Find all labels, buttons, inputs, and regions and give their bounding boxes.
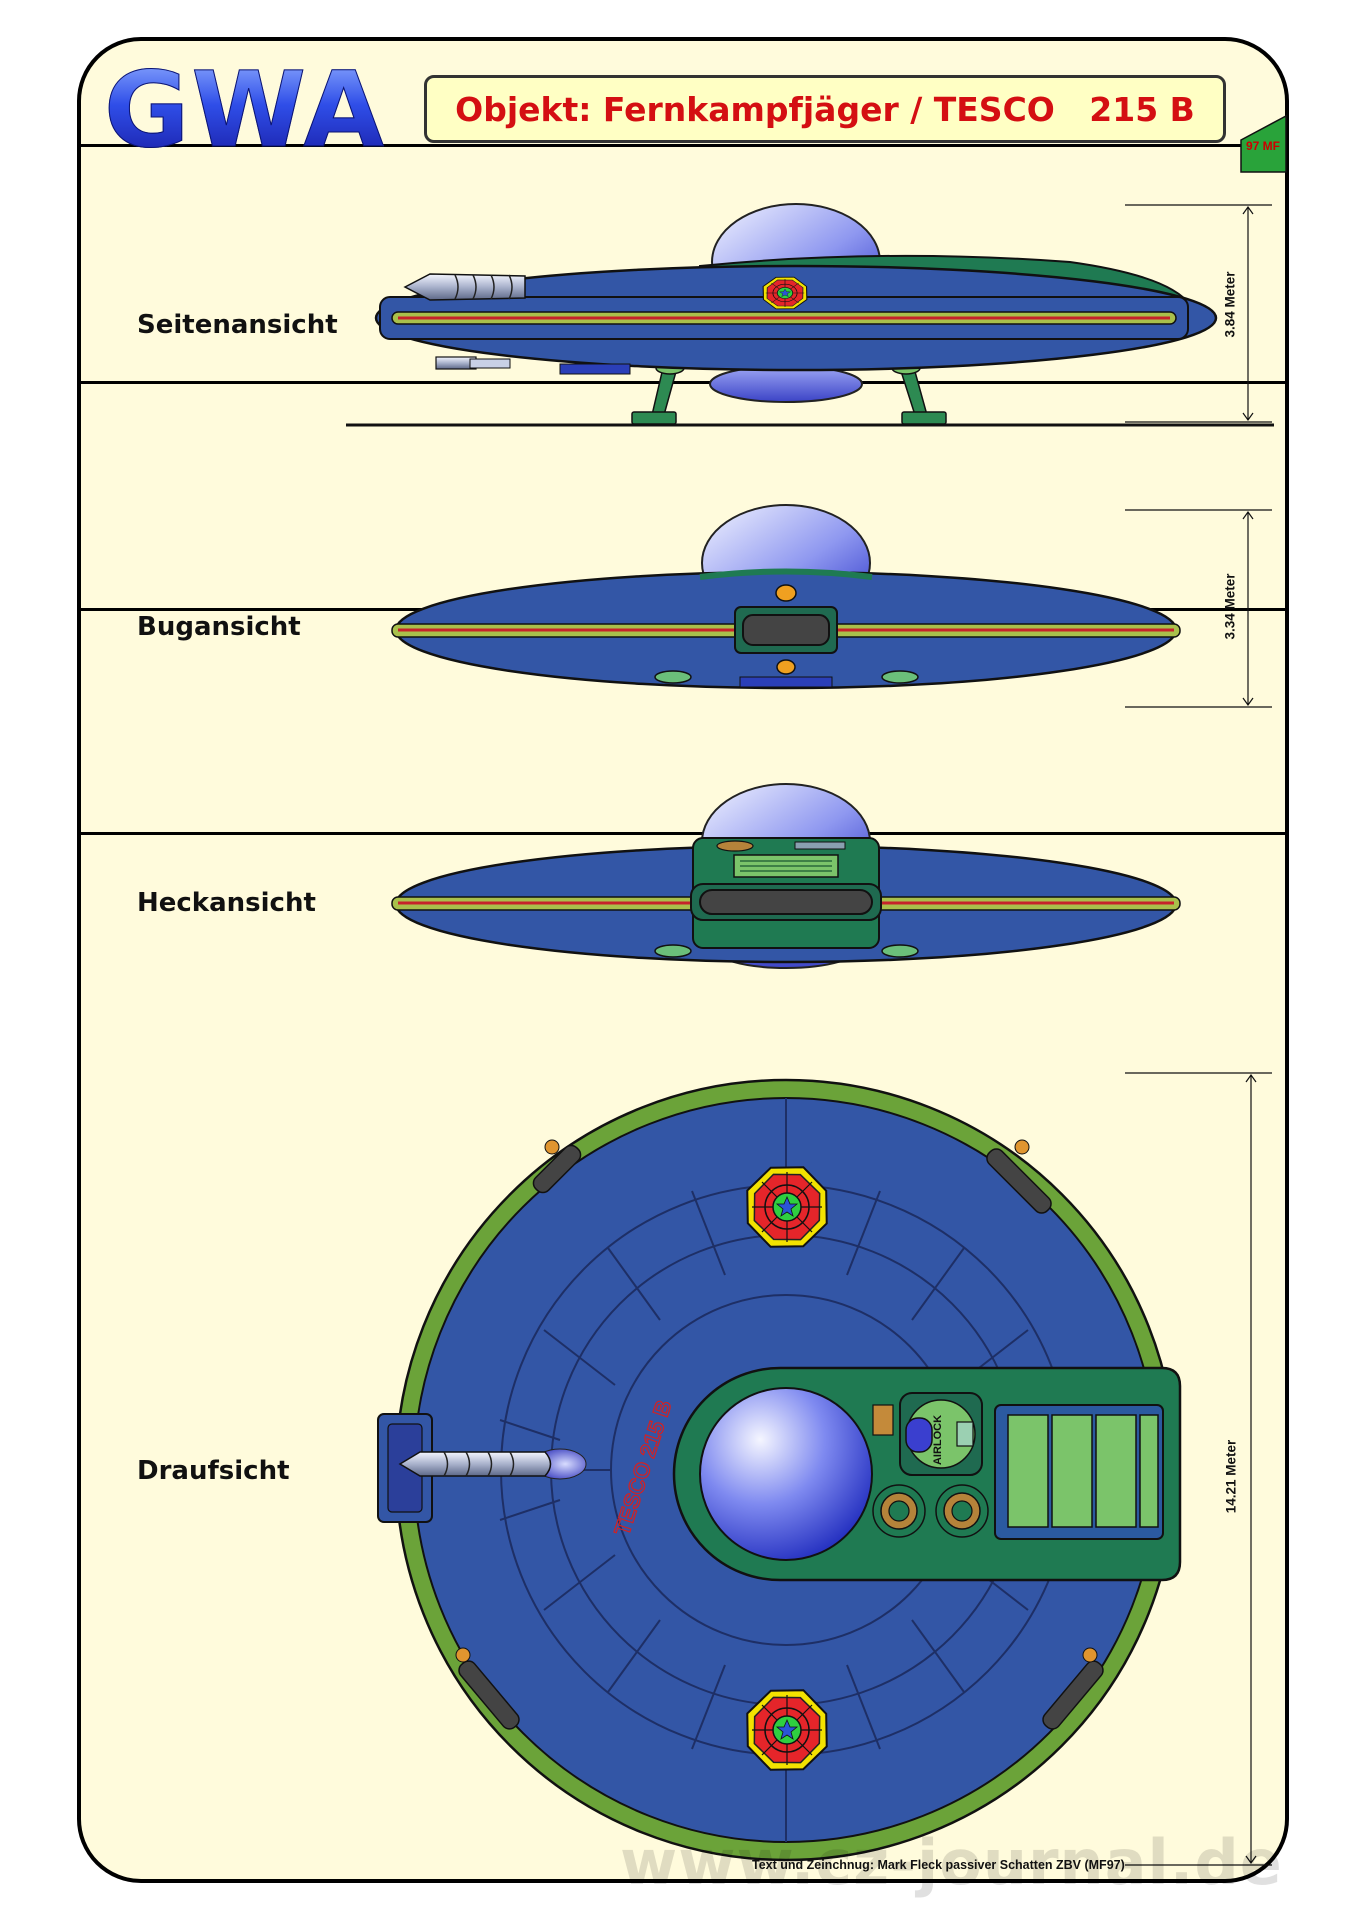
label-side-view: Seitenansicht [137,310,338,340]
title-box: Objekt: Fernkampfjäger / TESCO 215 B [424,75,1226,143]
watermark: www.cz-journal.de [620,1826,1283,1899]
measure-side-height: 3.84 Meter [1222,271,1238,338]
divider-rear [81,832,1285,835]
corner-badge-text: 97 MF [1246,139,1280,153]
side-view [346,203,1274,427]
top-dock-module [672,1366,1182,1582]
top-hatches [455,1139,1104,1730]
corner-badge: 97 MF [1240,114,1287,173]
label-top-view: Draufsicht [137,1456,290,1486]
logo: GWA [104,49,386,171]
label-rear-view: Heckansicht [137,888,316,918]
front-measure [1125,509,1272,708]
divider-side [81,381,1285,384]
credit-text: Text und Zeinchnug: Mark Fleck passiver … [752,1858,1125,1872]
divider-header [81,144,1285,147]
rear-view [391,783,1181,969]
top-drill [377,1413,587,1523]
airlock-label: AIRLOCK [932,1415,944,1465]
top-view: TESCO 215 B AIRLOCK 97 MF [377,114,1287,1866]
side-measure [1125,204,1272,423]
front-view [391,504,1272,708]
label-front-view: Bugansicht [137,612,301,642]
side-drill [403,273,526,301]
measure-top-diameter: 14.21 Meter [1223,1439,1239,1514]
top-measure [1125,1072,1272,1866]
measure-front-height: 3.34 Meter [1222,573,1238,640]
top-dome [699,1387,873,1561]
page-title: Objekt: Fernkampfjäger / TESCO 215 B [455,89,1195,129]
